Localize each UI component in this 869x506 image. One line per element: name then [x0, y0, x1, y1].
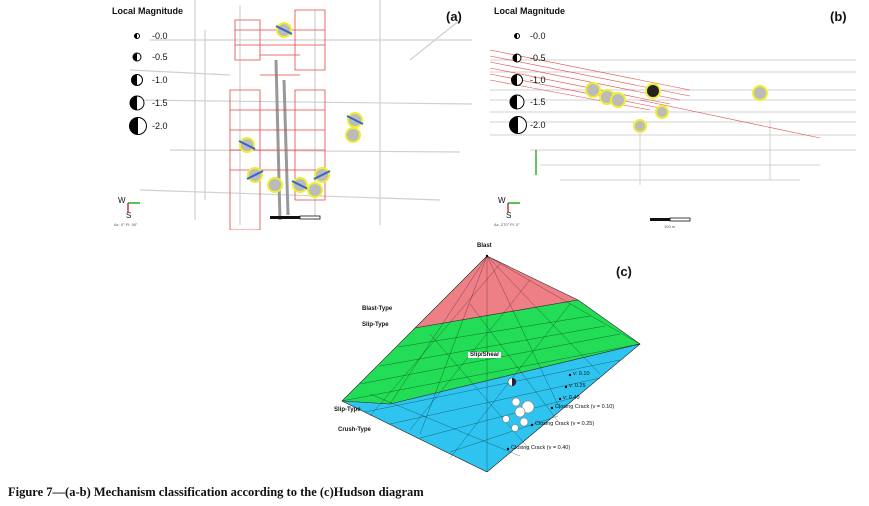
- region-label-slip-type-lower: Slip-Type: [334, 407, 361, 413]
- compass-west: W: [118, 196, 126, 205]
- hudson-diagram: [341, 254, 641, 473]
- apex-label-blast: Blast: [477, 243, 492, 249]
- legend-value: -2.0: [152, 121, 168, 131]
- legend-circles: [129, 33, 147, 135]
- legend-value: -1.5: [530, 97, 546, 107]
- annotation-closing-crack-025: Closing Crack (v = 0.25): [535, 421, 595, 427]
- legend-title: Local Magnitude: [494, 6, 566, 16]
- region-label-slip-type-upper: Slip-Type: [362, 322, 389, 328]
- annotation-closing-crack-040: Closing Crack (v = 0.40): [511, 445, 571, 451]
- panel-b-canvas: [489, 33, 856, 222]
- panel-c-label: (c): [616, 264, 632, 279]
- legend-title: Local Magnitude: [112, 6, 184, 16]
- annotation-v040: v: 0.40: [563, 395, 580, 401]
- region-label-blast-type: Blast-Type: [362, 306, 393, 312]
- scale-bar: [650, 217, 691, 222]
- legend-value: -2.0: [530, 120, 546, 130]
- legend-value: -0.5: [530, 53, 546, 63]
- region-label-slip-shear: Slip/Shear: [468, 352, 502, 358]
- legend-value: -1.5: [152, 98, 168, 108]
- compass-south: S: [506, 211, 512, 220]
- scale-bar: [270, 215, 321, 220]
- legend-value: -1.0: [530, 75, 546, 85]
- figure-caption: Figure 7—(a-b) Mechanism classification …: [8, 485, 424, 499]
- panel-a-map: Local Magnitude -0.0 -0.5 -1.0 -1.5 -2.0…: [110, 0, 473, 231]
- scale-text: 100 m: [664, 224, 676, 229]
- compass: [507, 202, 520, 212]
- mechanism-markers: [238, 22, 364, 198]
- legend-circles: [509, 33, 527, 134]
- compass-south: S: [126, 211, 132, 220]
- region-label-crush-type: Crush-Type: [338, 427, 371, 433]
- mechanism-markers: [585, 82, 768, 133]
- legend-value: -0.0: [152, 31, 168, 41]
- compass-west: W: [498, 196, 506, 205]
- panel-a-label: (a): [446, 9, 462, 24]
- panel-b-label: (b): [830, 9, 847, 24]
- annotation-dots: [485, 254, 572, 451]
- compass: [127, 202, 140, 212]
- annotation-v025: v: 0.25: [569, 383, 586, 389]
- panel-c-hudson-diagram: Blast Blast-Type Slip-Type Slip/Shear Sl…: [330, 243, 660, 473]
- panel-a-canvas: [127, 0, 473, 231]
- annotation-v010: v: 0.10: [573, 371, 590, 377]
- legend-value: -1.0: [152, 75, 168, 85]
- legend-value: -0.0: [530, 31, 546, 41]
- legend-value: -0.5: [152, 52, 168, 62]
- azimuth-text: Az. 0° Pl. 90°: [114, 222, 138, 227]
- annotation-closing-crack-010: Closing Crack (v = 0.10): [555, 404, 615, 410]
- azimuth-text: Az. 270° Pl. 0°: [494, 222, 520, 227]
- event-markers: [502, 377, 535, 432]
- panel-b-section: Local Magnitude -0.0 -0.5 -1.0 -1.5 -2.0…: [489, 0, 856, 230]
